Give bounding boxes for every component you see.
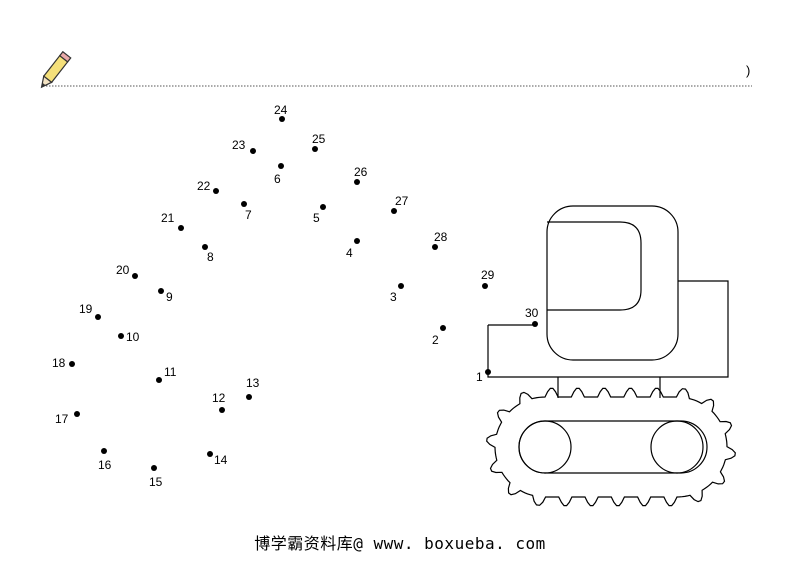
dot-20 [132, 273, 138, 279]
dot-label-19: 19 [79, 302, 93, 316]
dot-28 [432, 244, 438, 250]
dot-label-10: 10 [126, 330, 140, 344]
dot-label-29: 29 [481, 268, 495, 282]
dot-9 [158, 288, 164, 294]
dot-29 [482, 283, 488, 289]
dot-label-20: 20 [116, 263, 130, 277]
dot-label-18: 18 [52, 356, 66, 370]
header-paren: ) [746, 63, 750, 78]
dot-1 [485, 369, 491, 375]
dot-4 [354, 238, 360, 244]
dot-label-5: 5 [313, 211, 320, 225]
dot-8 [202, 244, 208, 250]
excavator-drawing [486, 205, 736, 507]
pencil-icon [40, 50, 72, 89]
dot-label-4: 4 [346, 246, 353, 260]
dot-25 [312, 146, 318, 152]
dot-18 [69, 361, 75, 367]
dot-11 [156, 377, 162, 383]
dot-23 [250, 148, 256, 154]
dot-21 [178, 225, 184, 231]
dot-label-27: 27 [395, 194, 409, 208]
track-outline [486, 387, 736, 507]
footer-watermark: 博学霸资料库@ www. boxueba. com [254, 534, 546, 553]
dot-label-16: 16 [98, 458, 112, 472]
dot-15 [151, 465, 157, 471]
dot-6 [278, 163, 284, 169]
dot-label-23: 23 [232, 138, 246, 152]
dot-layer: 1234567891011121314151617181920212223242… [52, 103, 539, 489]
dot-label-9: 9 [166, 290, 173, 304]
dot-label-26: 26 [354, 165, 368, 179]
dot-label-12: 12 [212, 391, 226, 405]
dot-5 [320, 204, 326, 210]
dot-label-11: 11 [164, 365, 177, 379]
dot-22 [213, 188, 219, 194]
dot-24 [279, 116, 285, 122]
dot-label-24: 24 [274, 103, 288, 117]
dot-12 [219, 407, 225, 413]
dot-2 [440, 325, 446, 331]
dot-16 [101, 448, 107, 454]
dot-label-6: 6 [274, 172, 281, 186]
dot-19 [95, 314, 101, 320]
dot-label-13: 13 [246, 376, 260, 390]
dot-13 [246, 394, 252, 400]
dot-label-15: 15 [149, 475, 163, 489]
dot-30 [532, 321, 538, 327]
dot-label-25: 25 [312, 132, 326, 146]
dot-26 [354, 179, 360, 185]
dot-14 [207, 451, 213, 457]
dot-label-30: 30 [525, 306, 539, 320]
dot-label-3: 3 [390, 290, 397, 304]
dot-3 [398, 283, 404, 289]
dot-label-28: 28 [434, 230, 448, 244]
dot-label-17: 17 [55, 412, 69, 426]
dot-label-14: 14 [214, 453, 228, 467]
dot-label-22: 22 [197, 179, 211, 193]
dot-7 [241, 201, 247, 207]
dot-label-7: 7 [245, 208, 252, 222]
dot-17 [74, 411, 80, 417]
dot-label-2: 2 [432, 333, 439, 347]
dot-10 [118, 333, 124, 339]
dot-label-1: 1 [476, 370, 483, 384]
dot-label-8: 8 [207, 250, 214, 264]
dot-27 [391, 208, 397, 214]
dot-label-21: 21 [161, 211, 175, 225]
